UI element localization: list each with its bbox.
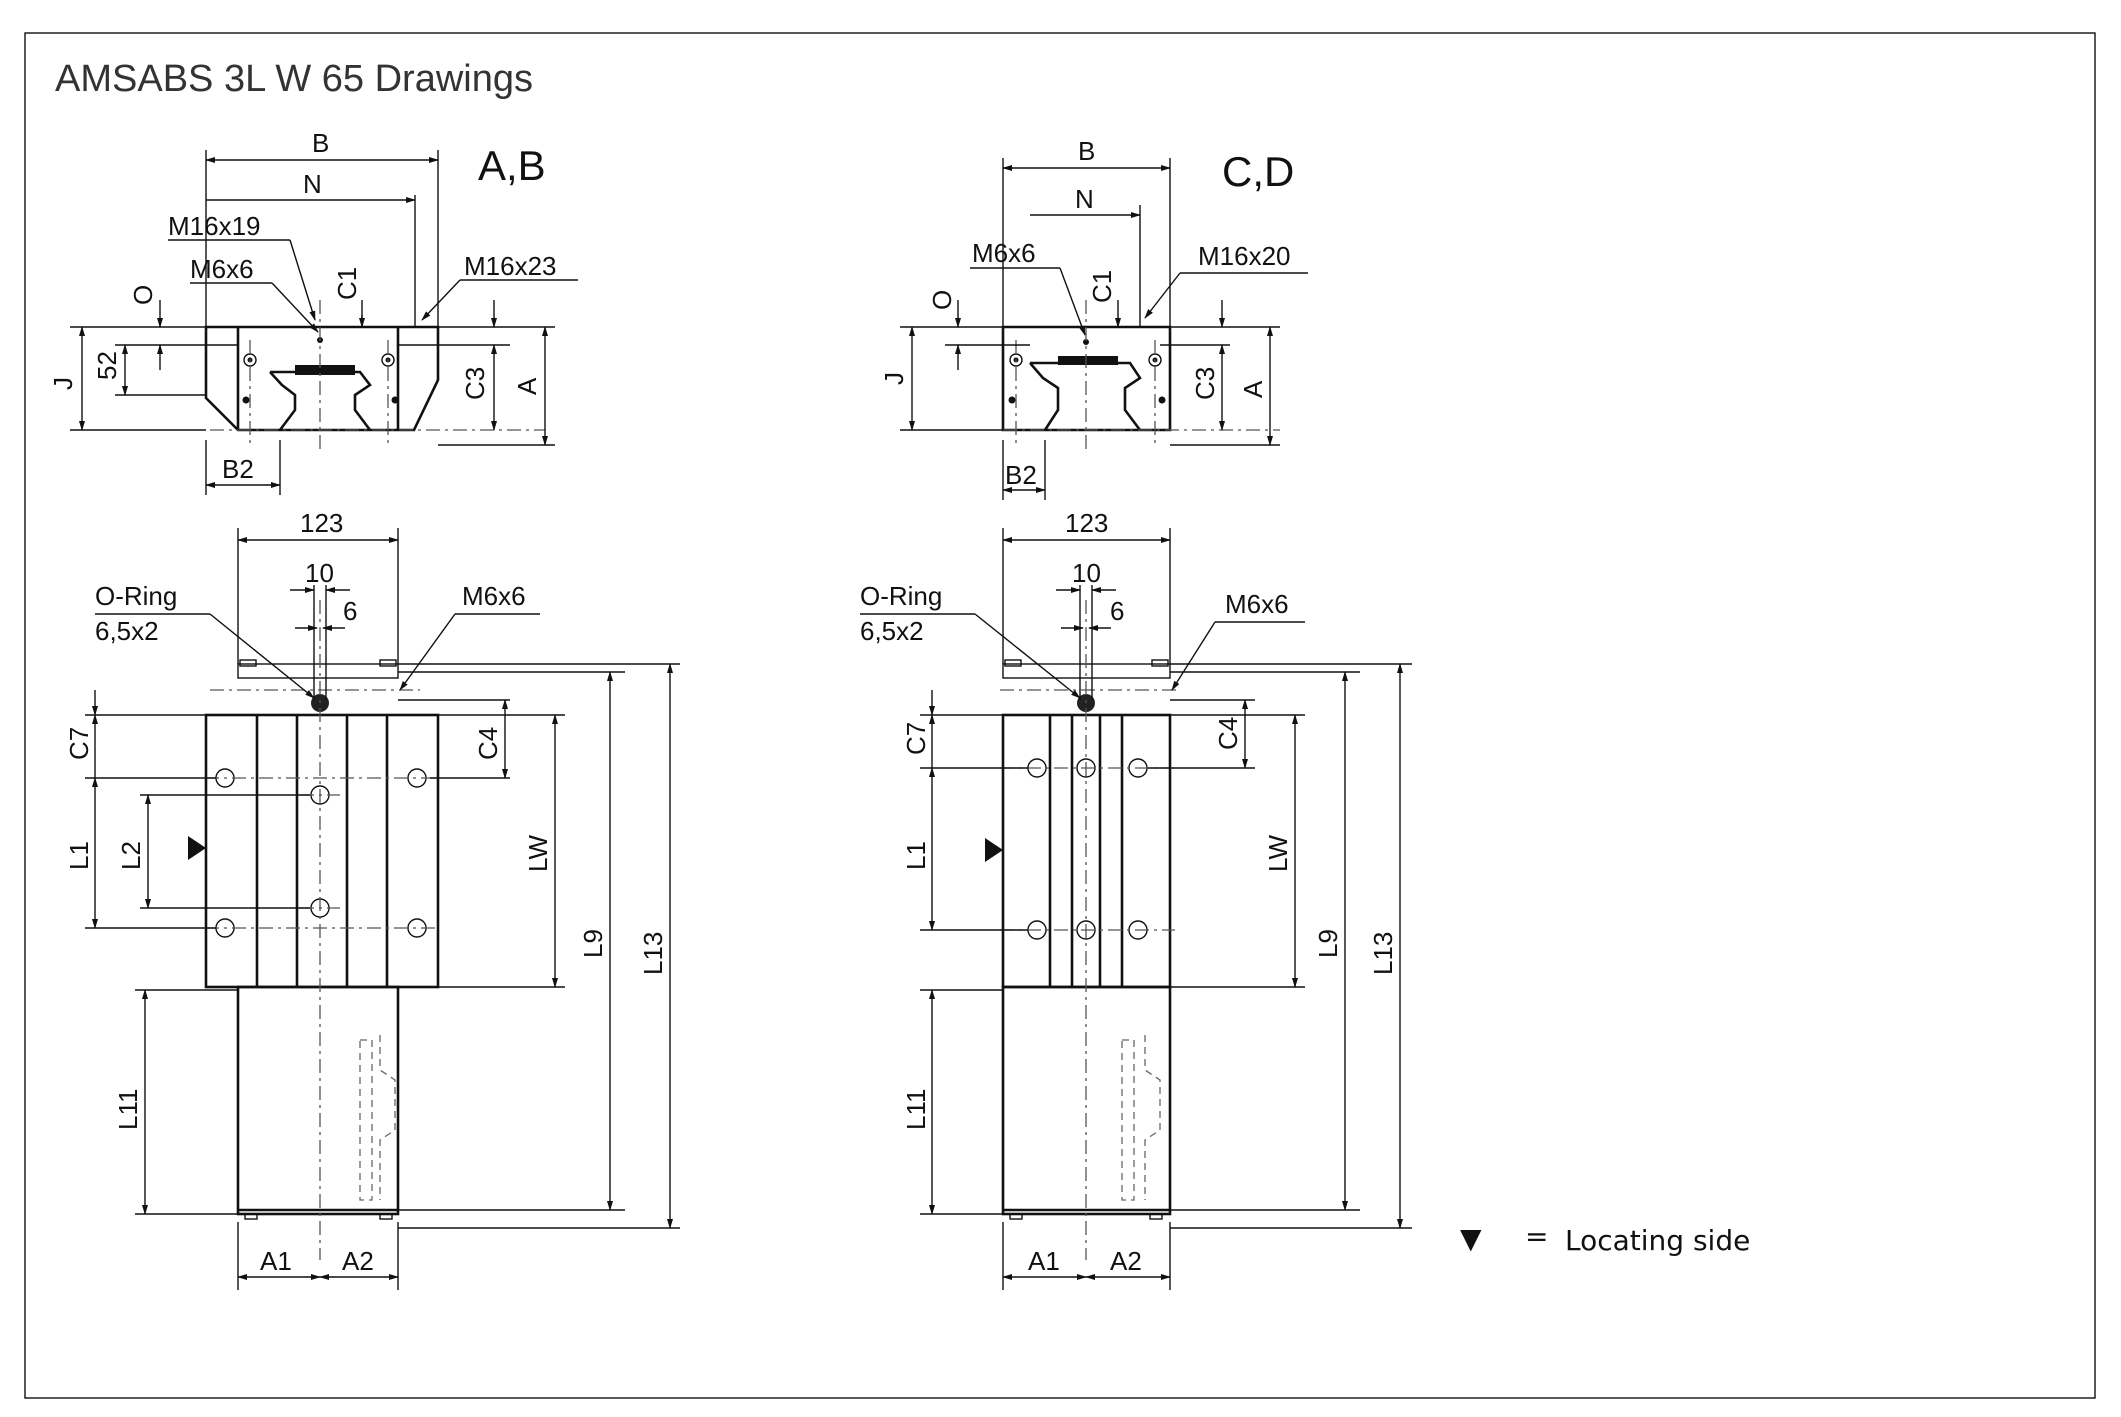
- dim-123-cd: 123: [1065, 508, 1108, 538]
- dim-A-cd: A: [1238, 380, 1268, 398]
- callout-M6x6-side: M6x6: [462, 581, 526, 611]
- view-ab-title: A,B: [478, 142, 546, 189]
- dim-L2: L2: [116, 841, 146, 870]
- dim-O-cd: O: [927, 290, 957, 310]
- dim-A1-cd: A1: [1028, 1246, 1060, 1276]
- dim-123: 123: [300, 508, 343, 538]
- legend: ▼ = Locating side: [1460, 1220, 1750, 1257]
- legend-symbol: ▼: [1460, 1222, 1482, 1255]
- dim-N: N: [303, 169, 322, 199]
- dim-C3: C3: [460, 367, 490, 400]
- dim-C1: C1: [332, 267, 362, 300]
- dim-A1: A1: [260, 1246, 292, 1276]
- legend-text: Locating side: [1565, 1224, 1750, 1257]
- legend-equals: =: [1525, 1220, 1548, 1253]
- callout-M6x6-cd: M6x6: [972, 238, 1036, 268]
- dim-6: 6: [343, 596, 357, 626]
- dim-C4: C4: [473, 727, 503, 760]
- dim-LW: LW: [523, 834, 553, 872]
- callout-M16x20: M16x20: [1198, 241, 1291, 271]
- dim-J: J: [48, 377, 78, 390]
- view-ab-plan: 123 10 6 O-Ring 6,5x2 M6x6: [64, 508, 680, 1290]
- dim-L13-cd: L13: [1368, 932, 1398, 975]
- dim-10: 10: [305, 558, 334, 588]
- dim-L13: L13: [638, 932, 668, 975]
- rail-profile-cd: [1029, 361, 1142, 431]
- dim-LW-cd: LW: [1263, 834, 1293, 872]
- dim-A2-cd: A2: [1110, 1246, 1142, 1276]
- mounting-holes: [215, 768, 427, 938]
- dim-B: B: [312, 128, 329, 158]
- callout-M6x6-side-cd: M6x6: [1225, 589, 1289, 619]
- dim-B2-cd: B2: [1005, 460, 1037, 490]
- dim-A: A: [512, 377, 542, 395]
- dim-L9: L9: [578, 929, 608, 958]
- dim-A2: A2: [342, 1246, 374, 1276]
- dim-10-cd: 10: [1072, 558, 1101, 588]
- callout-oring-line1-cd: O-Ring: [860, 581, 942, 611]
- dim-52: 52: [92, 351, 122, 380]
- callout-oring-line2-cd: 6,5x2: [860, 616, 924, 646]
- dim-B2: B2: [222, 454, 254, 484]
- carriage-outline: [204, 325, 440, 432]
- locating-side-marker: [188, 836, 206, 860]
- dim-B-cd: B: [1078, 136, 1095, 166]
- dim-L1: L1: [64, 841, 94, 870]
- mounting-holes-cd: [1027, 758, 1148, 940]
- view-cd-plan: 123 10 6 O-Ring 6,5x2 M6x6: [860, 508, 1412, 1290]
- locating-side-marker-cd: [985, 838, 1003, 862]
- dim-L9-cd: L9: [1313, 929, 1343, 958]
- dim-N-cd: N: [1075, 184, 1094, 214]
- dim-J-cd: J: [879, 372, 909, 385]
- view-ab-end: A,B B N: [48, 128, 578, 495]
- dim-6-cd: 6: [1110, 596, 1124, 626]
- dim-C7: C7: [64, 727, 94, 760]
- sheet-frame: [24, 32, 2096, 1399]
- dim-L1-cd: L1: [901, 841, 931, 870]
- callout-M6x6: M6x6: [190, 254, 254, 284]
- dim-C7-cd: C7: [901, 722, 931, 755]
- callout-M16x23: M16x23: [464, 251, 557, 281]
- rail: [236, 985, 400, 1216]
- dim-L11-cd: L11: [901, 1089, 931, 1130]
- callout-oring-line1: O-Ring: [95, 581, 177, 611]
- dim-C3-cd: C3: [1190, 367, 1220, 400]
- callout-M16x19: M16x19: [168, 211, 261, 241]
- dim-O: O: [128, 285, 158, 305]
- view-cd-end: C,D B N M6x6: [879, 136, 1308, 500]
- callout-oring-line2: 6,5x2: [95, 616, 159, 646]
- carriage-block: [204, 713, 440, 989]
- dim-C4-cd: C4: [1213, 717, 1243, 750]
- dim-L11: L11: [113, 1089, 143, 1130]
- view-cd-title: C,D: [1222, 148, 1294, 195]
- drawing-title: AMSABS 3L W 65 Drawings: [55, 58, 533, 100]
- dim-C1-cd: C1: [1087, 270, 1117, 303]
